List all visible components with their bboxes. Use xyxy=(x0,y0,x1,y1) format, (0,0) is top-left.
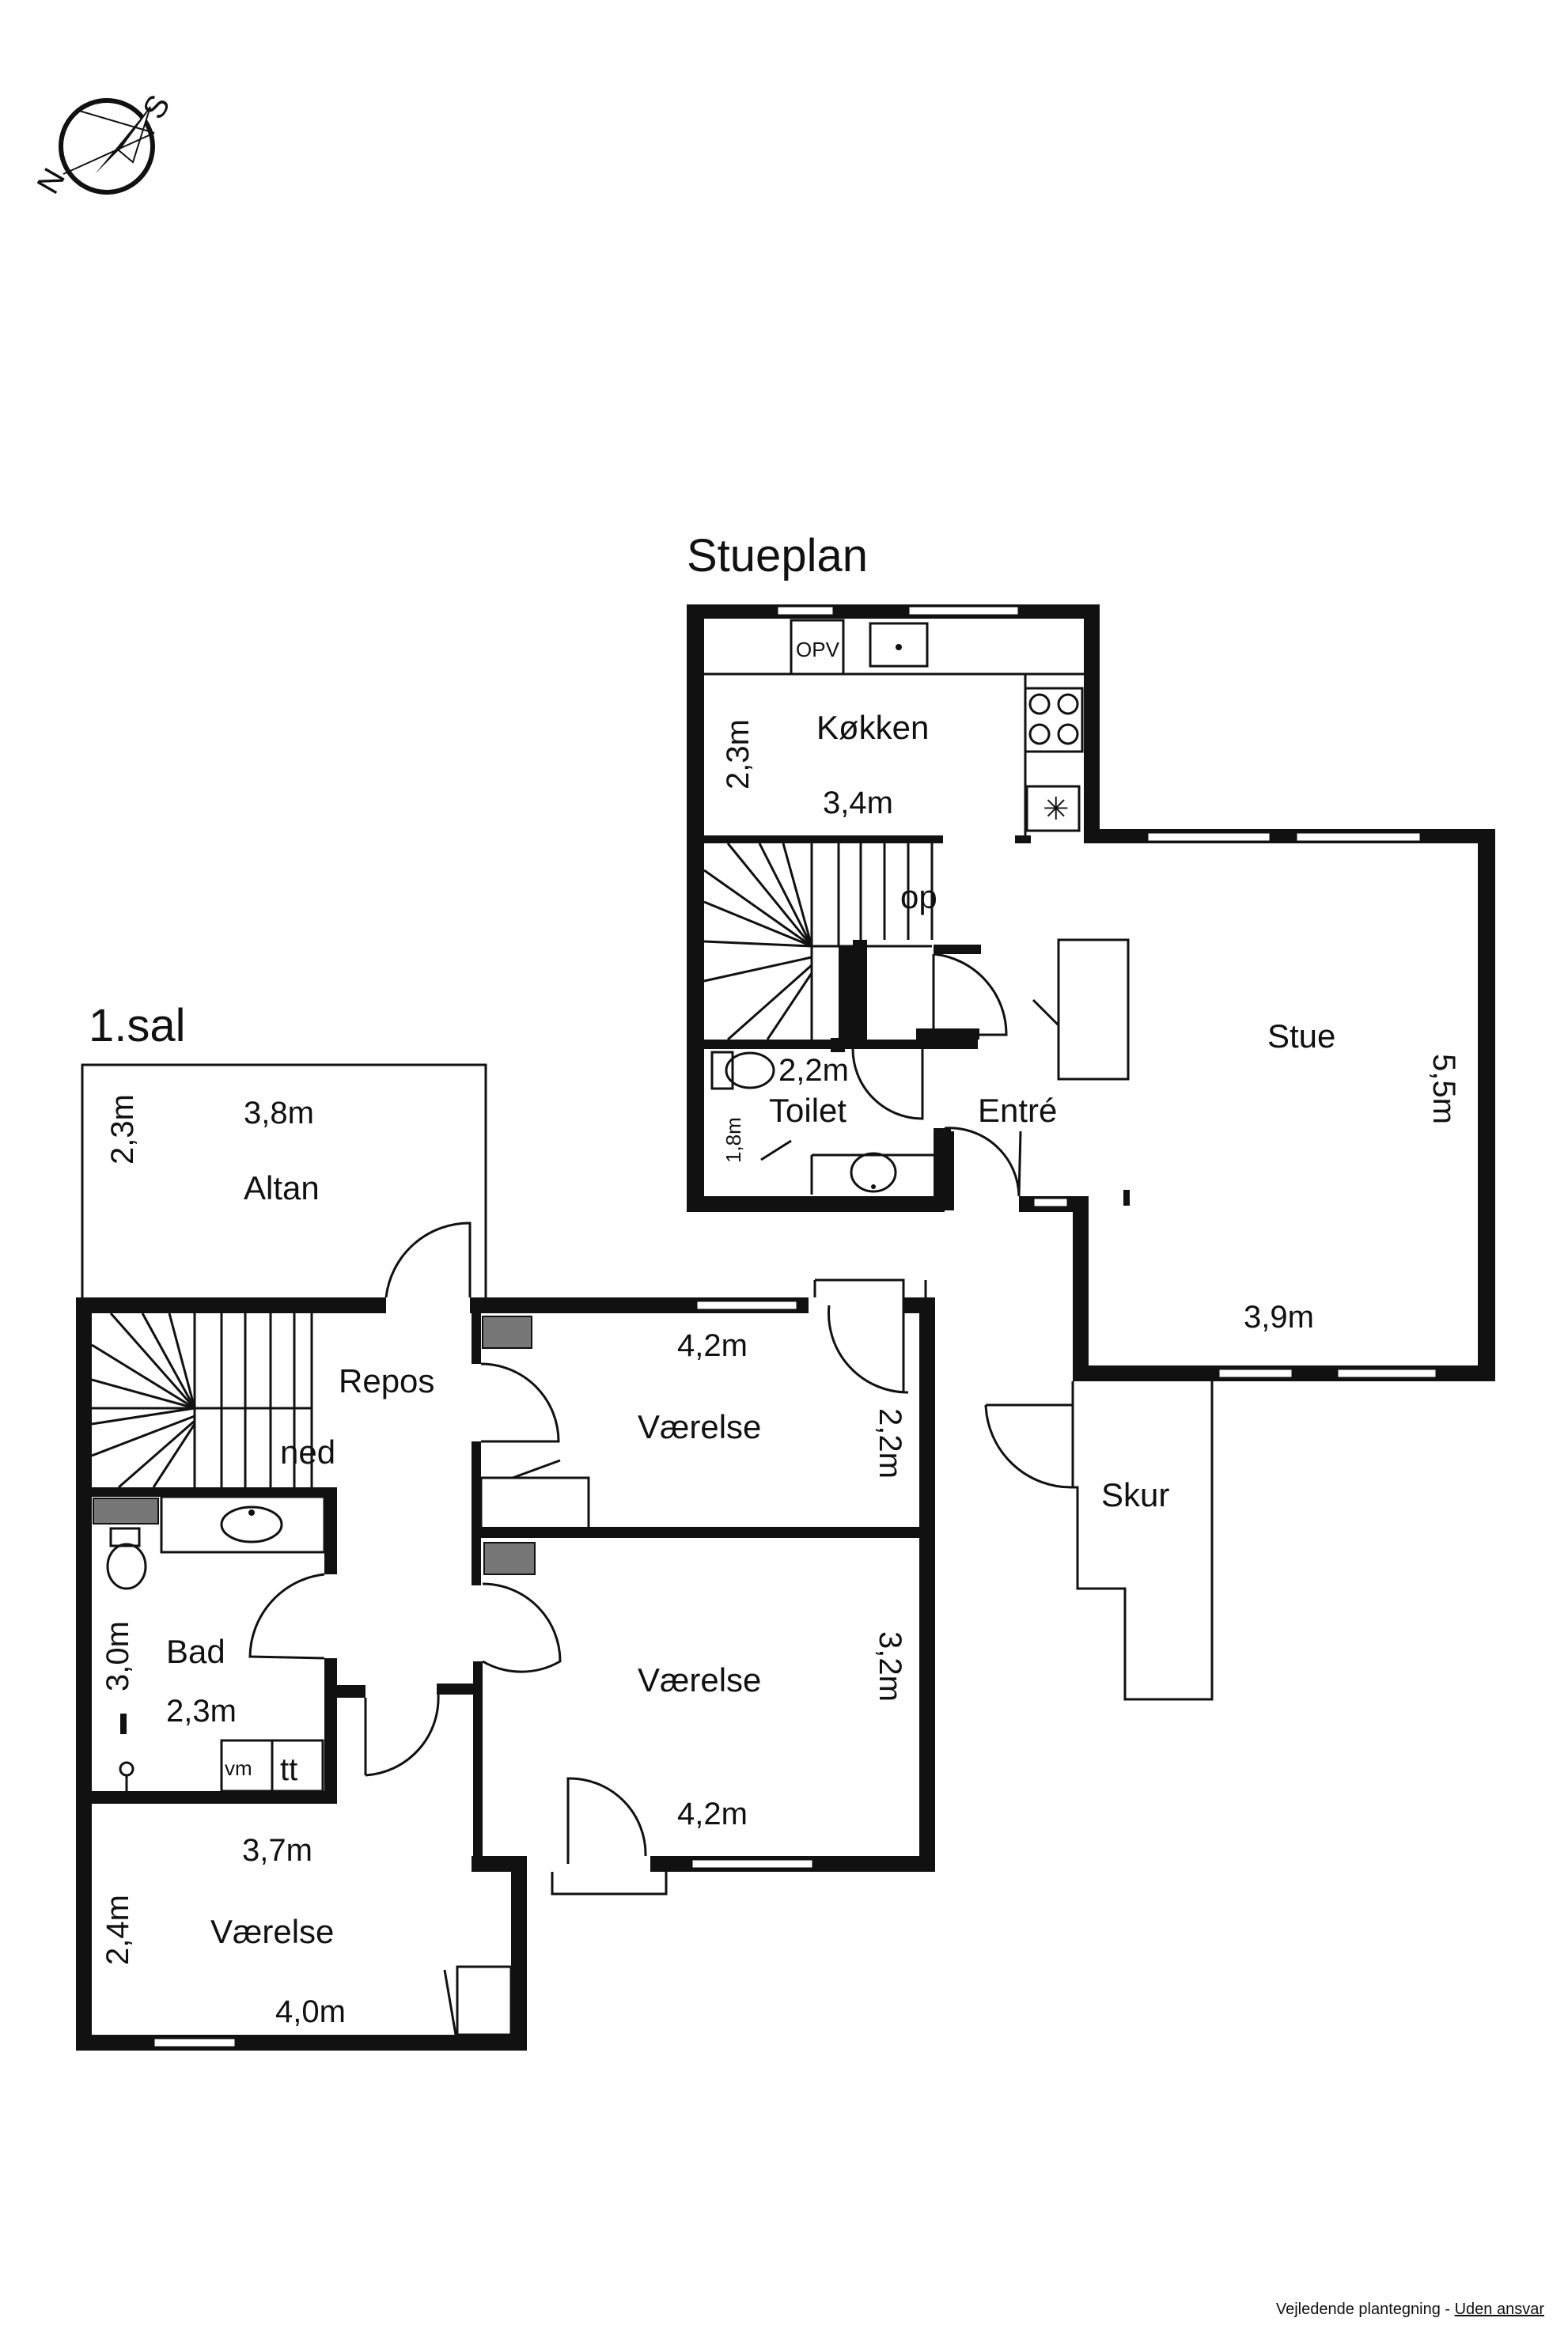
room3-height: 2,4m xyxy=(100,1895,135,1965)
bath-width: 2,3m xyxy=(166,1694,237,1729)
ground-plan-title: Stueplan xyxy=(687,530,868,581)
toilet-label: Toilet xyxy=(769,1092,846,1129)
living-width: 3,9m xyxy=(1244,1300,1314,1335)
vm-label: vm xyxy=(225,1756,252,1780)
room1-width: 4,2m xyxy=(677,1328,748,1363)
entry-label: Entré xyxy=(978,1092,1057,1129)
living-height: 5,5m xyxy=(1426,1054,1461,1124)
room3-width-bottom: 4,0m xyxy=(275,1994,346,2029)
first-walls xyxy=(76,1297,935,2051)
room2-height: 3,2m xyxy=(873,1631,907,1702)
balcony-label: Altan xyxy=(244,1169,320,1206)
disclaimer-link[interactable]: Uden ansvar xyxy=(1454,2301,1544,2318)
ground-windows xyxy=(775,604,1438,1380)
toilet-icon xyxy=(710,1051,734,1090)
shed-label: Skur xyxy=(1101,1476,1169,1513)
room3-label: Værelse xyxy=(210,1913,334,1950)
first-doors xyxy=(248,1221,927,1896)
kitchen-sink-icon xyxy=(869,622,929,668)
kitchen-label: Køkken xyxy=(816,709,929,746)
shed-outline xyxy=(1071,1381,1214,1701)
bath-height: 3,0m xyxy=(100,1621,135,1691)
bath-fixtures xyxy=(106,1495,326,1793)
toilet-height: 1,8m xyxy=(722,1117,745,1163)
kitchen-counters: ✳ xyxy=(704,619,1084,835)
first-plan-title: 1.sal xyxy=(89,1000,186,1051)
living-label: Stue xyxy=(1267,1017,1335,1055)
fridge-icon: ✳ xyxy=(1025,785,1081,832)
ground-doors xyxy=(851,938,1130,1489)
tt-label: tt xyxy=(280,1752,297,1787)
disclaimer-footer: Vejledende plantegning - Uden ansvar xyxy=(1276,2301,1544,2319)
kitchen-width: 3,4m xyxy=(823,786,893,820)
bath-label: Bad xyxy=(166,1633,225,1670)
bath-toilet-icon xyxy=(109,1527,141,1547)
bath-sink-icon xyxy=(220,1506,283,1543)
kitchen-height: 2,3m xyxy=(721,719,756,790)
footer-text: Vejledende plantegning - xyxy=(1275,2301,1455,2318)
opv-label: OPV xyxy=(796,638,840,661)
room3-width-top: 3,7m xyxy=(242,1833,312,1868)
svg-text:✳: ✳ xyxy=(1043,792,1070,827)
washbasin-icon xyxy=(850,1152,897,1193)
ground-walls xyxy=(687,604,1495,1381)
landing-label: Repos xyxy=(339,1362,434,1399)
dryer-icon xyxy=(271,1739,324,1793)
first-windows xyxy=(152,1299,815,2049)
ground-staircase xyxy=(703,843,934,1041)
room2-width: 4,2m xyxy=(677,1797,748,1831)
balcony-height: 2,3m xyxy=(105,1094,140,1165)
toilet-width: 2,2m xyxy=(778,1053,849,1088)
compass-icon: N S xyxy=(31,89,177,200)
first-staircase xyxy=(91,1312,313,1489)
stairs-up-label: op xyxy=(900,878,937,915)
balcony-outline xyxy=(81,1063,487,1297)
stove-icon xyxy=(1024,687,1084,753)
toilet-fixtures xyxy=(710,1051,934,1195)
balcony-width: 3,8m xyxy=(244,1096,314,1131)
room2-label: Værelse xyxy=(638,1661,761,1699)
room1-label: Værelse xyxy=(638,1408,761,1445)
room1-height: 2,2m xyxy=(873,1408,907,1479)
stairs-down-label: ned xyxy=(280,1434,335,1471)
